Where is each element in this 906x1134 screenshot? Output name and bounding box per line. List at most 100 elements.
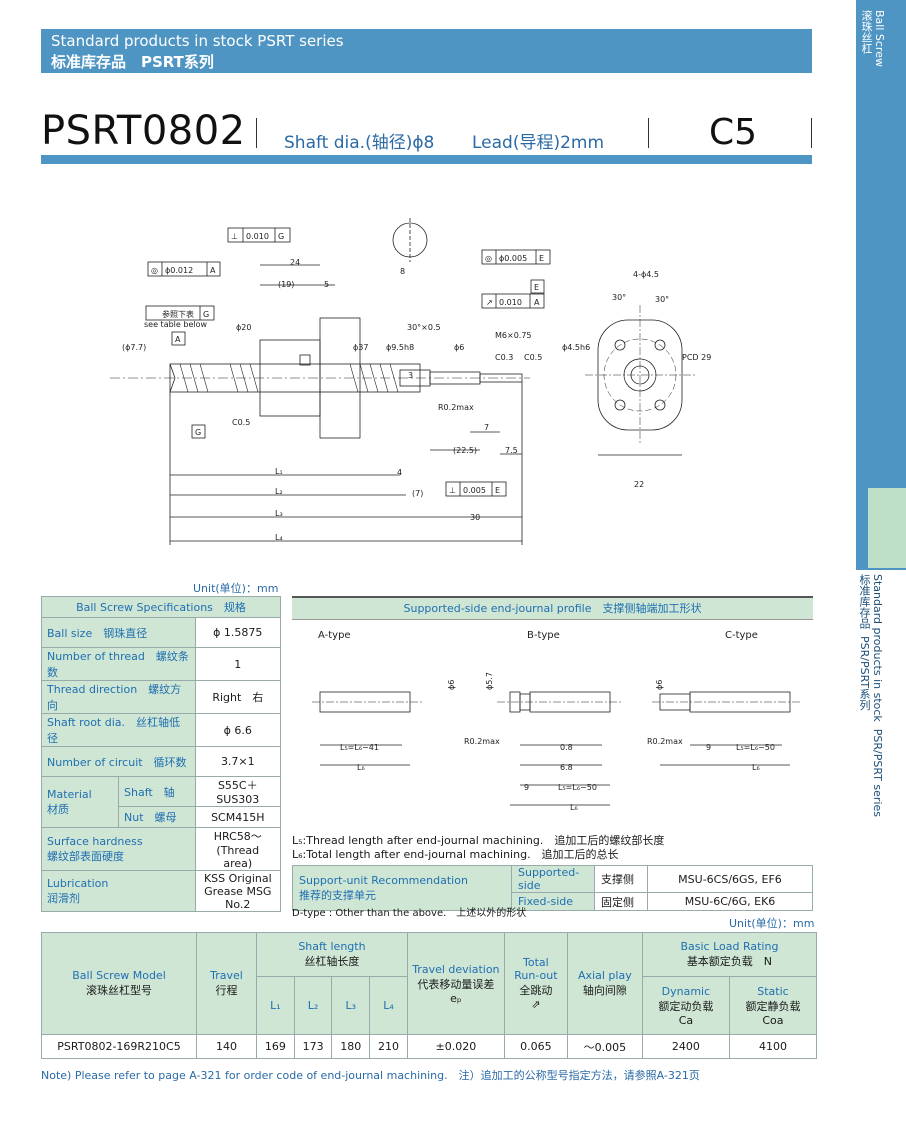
- gdt-conc-value: ϕ0.012: [165, 266, 193, 275]
- cell-deviation: ±0.020: [406, 1034, 505, 1059]
- gdt-perp-symbol: ⊥: [231, 232, 238, 241]
- specs-header: Ball Screw Specifications 规格: [41, 596, 281, 618]
- b-radius: R0.2max: [464, 737, 500, 746]
- chamfer-c05-left: C0.5: [232, 418, 250, 427]
- col-model-en: Ball Screw Model: [72, 969, 166, 982]
- support-key: Support-unit Recommendation 推荐的支撑单元: [292, 865, 512, 911]
- col-dyn-sym: Ca: [678, 1013, 694, 1027]
- b-dim-0-8: 0.8: [560, 743, 573, 752]
- gdt-conc2-value: ϕ0.005: [499, 254, 527, 263]
- dim-7: 7: [484, 423, 489, 432]
- radius-note: R0.2max: [438, 403, 474, 412]
- runout-icon: ⇗: [531, 998, 541, 1011]
- title-divider: [648, 118, 649, 148]
- col-l3: L₃: [331, 976, 371, 1035]
- side-tab-label-upper: Ball Screw 滚珠丝杠: [860, 10, 886, 67]
- dim-22: 22: [634, 480, 644, 489]
- datum-g: G: [195, 428, 201, 437]
- col-travel-en: Travel: [210, 969, 243, 982]
- runout-value: 0.010: [499, 298, 522, 307]
- runout-ref: A: [534, 298, 540, 307]
- col-runout-2: Run-out: [514, 969, 558, 982]
- supported-side-label: Supported-side: [511, 865, 595, 893]
- col-sta-en: Static: [757, 984, 789, 998]
- pcd-note: PCD 29: [682, 353, 711, 362]
- material-key-cn: 材质: [47, 802, 69, 816]
- lubrication-key-en: Lubrication: [47, 876, 109, 890]
- c-l6: L₆: [752, 763, 760, 772]
- material-key-en: Material: [47, 787, 92, 801]
- ref-note-ref: G: [203, 310, 209, 319]
- hardness-value-main: HRC58～: [213, 830, 262, 843]
- dim-phi6: ϕ6: [454, 343, 464, 352]
- col-axial-cn: 轴向间隙: [582, 984, 627, 997]
- c-dim-9: 9: [706, 743, 711, 752]
- gdt-conc2-ref: E: [539, 254, 544, 263]
- l6-note: L₆:Total length after end-journal machin…: [292, 848, 619, 861]
- dim-4: 4: [397, 468, 402, 477]
- spec-key: Thread direction 螺纹方向: [41, 680, 196, 714]
- datum-a: A: [175, 335, 181, 344]
- cell-l3: 180: [331, 1034, 371, 1059]
- model-table: Ball Screw Model 滚珠丝杠型号 Travel 行程 Shaft …: [41, 932, 818, 1059]
- spec-value: Right 右: [194, 680, 282, 714]
- title-divider: [256, 118, 257, 148]
- lubrication-key: Lubrication 润滑剂: [41, 870, 196, 912]
- dim-phi37: ϕ37: [353, 343, 368, 352]
- spec-value: 1: [194, 647, 282, 681]
- col-model-cn: 滚珠丝杠型号: [86, 984, 152, 997]
- dim-8: 8: [400, 267, 405, 276]
- cell-runout: 0.065: [503, 1034, 568, 1059]
- a-type-label: A-type: [318, 630, 351, 641]
- col-travel: Travel 行程: [196, 932, 257, 1035]
- c-radius: R0.2max: [647, 737, 683, 746]
- spec-value: ϕ 6.6: [194, 713, 282, 747]
- gdt-perp2-symbol: ⊥: [449, 486, 456, 495]
- dim-phi9-5: ϕ9.5h8: [386, 343, 414, 352]
- hardness-value-note: (Thread area): [216, 844, 260, 870]
- section-header: Standard products in stock PSRT series 标…: [41, 29, 812, 73]
- gdt-conc-ref: A: [210, 266, 216, 275]
- dim-7-paren: (7): [412, 489, 423, 498]
- c-type-label: C-type: [725, 630, 758, 641]
- see-table-note: see table below: [144, 320, 207, 329]
- supported-side-value: MSU-6CS/6GS, EF6: [647, 865, 813, 893]
- shaft-dia: Shaft dia.(轴径)ϕ8: [284, 133, 435, 153]
- lubrication-value-1: KSS Original: [203, 871, 272, 885]
- nut-material-value: SCM415H: [194, 806, 282, 828]
- title-divider: [811, 118, 812, 148]
- fixed-side-label: Fixed-side: [511, 892, 595, 911]
- dim-30: 30: [470, 513, 480, 522]
- fixed-side-cn: 固定侧: [594, 892, 648, 911]
- specs-table: Ball Screw Specifications 规格 Ball size 钢…: [41, 596, 282, 912]
- col-dyn-cn: 额定动负载: [658, 999, 714, 1013]
- d-type-note: D-type : Other than the above. 上述以外的形状: [292, 908, 527, 919]
- angle-left: 30°: [612, 293, 626, 302]
- col-runout-1: Total: [523, 956, 549, 969]
- support-unit-table: Support-unit Recommendation 推荐的支撑单元 Supp…: [292, 865, 813, 911]
- lubrication-value-3: No.2: [225, 897, 251, 911]
- col-load-en: Basic Load Rating: [680, 940, 779, 953]
- col-dev-cn: 代表移动量误差: [417, 977, 495, 991]
- spec-value: ϕ 1.5875: [194, 617, 282, 648]
- cell-travel: 140: [196, 1034, 257, 1059]
- col-shaft-en: Shaft length: [298, 940, 366, 953]
- side-tab: [856, 0, 906, 570]
- spec-value: 3.7×1: [194, 746, 282, 777]
- a-l5: L₅=L₆−41: [340, 743, 379, 752]
- col-axial-play: Axial play 轴向间隙: [566, 932, 643, 1035]
- col-dev-sym: eₚ: [450, 991, 462, 1005]
- ref-note-label: 参照下表: [162, 309, 194, 319]
- dim-24: 24: [290, 258, 300, 267]
- dim-phi4-5: ϕ4.5h6: [562, 343, 590, 352]
- support-key-en: Support-unit Recommendation: [299, 873, 468, 887]
- b-phi6: ϕ6: [447, 680, 456, 690]
- dim-L4: L₄: [275, 533, 283, 542]
- dim-phi7-7: (ϕ7.7): [122, 343, 146, 352]
- chamfer-c05: C0.5: [524, 353, 542, 362]
- chamfer-c03: C0.3: [495, 353, 513, 362]
- gdt-perp-value: 0.010: [246, 232, 269, 241]
- c-l5: L₅=L₆−50: [736, 743, 775, 752]
- lubrication-value: KSS Original Grease MSG No.2: [194, 870, 282, 912]
- chamfer-note: 30°×0.5: [407, 323, 441, 332]
